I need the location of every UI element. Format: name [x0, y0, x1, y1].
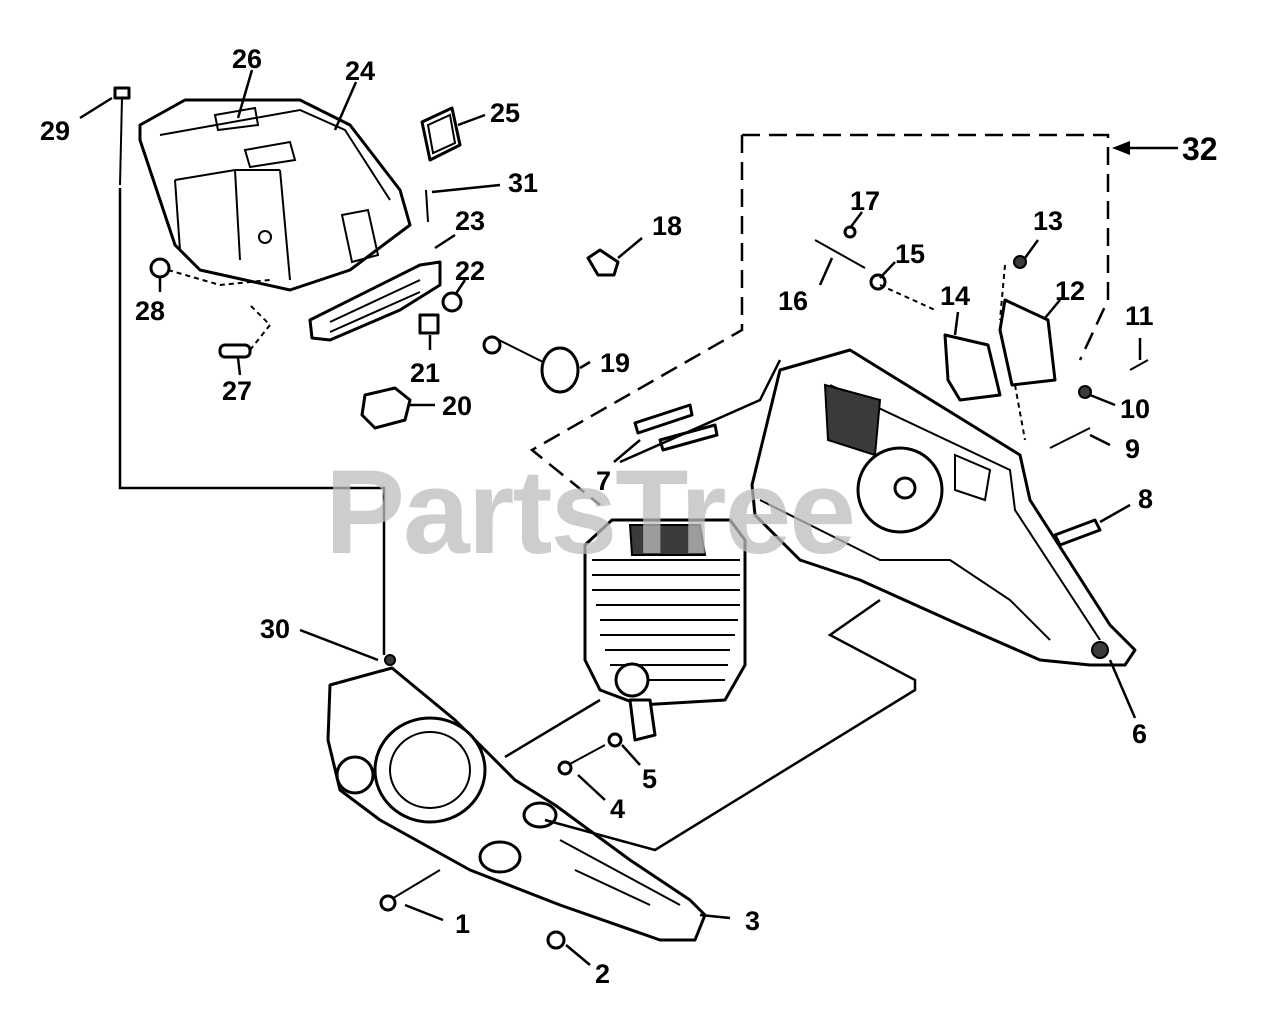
front-housing: [326, 666, 707, 942]
dotted-14-12: [999, 264, 1026, 441]
dotted-15-14: [879, 284, 936, 311]
top-cover: [138, 98, 412, 292]
callout-1: 1: [455, 909, 470, 939]
callout-21: 21: [410, 358, 440, 388]
callout-12: 12: [1055, 276, 1085, 306]
callout-17: 17: [850, 186, 880, 216]
reference-line-29-30: [118, 188, 386, 655]
callout-2: 2: [595, 959, 610, 989]
cylinder-engine: [583, 518, 747, 742]
callout-15: 15: [895, 239, 925, 269]
callout-29: 29: [40, 116, 70, 146]
reference-line-cylinder: [504, 598, 917, 852]
dotted-27: [249, 304, 272, 351]
callout-19: 19: [600, 348, 630, 378]
callout-24: 24: [345, 56, 375, 86]
assembly-32-arrowhead: [1112, 141, 1130, 155]
callout-9: 9: [1125, 434, 1140, 464]
callout-6: 6: [1132, 719, 1147, 749]
callout-22: 22: [455, 256, 485, 286]
crankcase-housing: [750, 348, 1137, 667]
callout-20: 20: [442, 391, 472, 421]
callout-26: 26: [232, 44, 262, 74]
callout-13: 13: [1033, 206, 1063, 236]
reference-line-7: [619, 359, 782, 464]
callout-16: 16: [778, 286, 808, 316]
callout-25: 25: [490, 98, 520, 128]
callout-28: 28: [135, 296, 165, 326]
callout-18: 18: [652, 211, 682, 241]
callout-32: 32: [1182, 131, 1218, 167]
callout-leaders: [79, 69, 1142, 966]
callout-23: 23: [455, 206, 485, 236]
callout-5: 5: [642, 764, 657, 794]
callout-labels: 1 2 3 4 5 6 7 8 9 10 11 12 13 14 15 16 1…: [40, 44, 1218, 989]
callout-14: 14: [940, 281, 970, 311]
callout-8: 8: [1138, 484, 1153, 514]
callout-30: 30: [260, 614, 290, 644]
callout-10: 10: [1120, 394, 1150, 424]
callout-31: 31: [508, 168, 538, 198]
callout-27: 27: [222, 376, 252, 406]
callout-11: 11: [1125, 301, 1154, 331]
callout-7: 7: [596, 466, 611, 496]
callout-3: 3: [745, 906, 760, 936]
dotted-28: [167, 269, 271, 287]
assembly-dashed-outline: [529, 133, 1110, 506]
callout-4: 4: [610, 794, 625, 824]
small-parts: [113, 86, 1149, 950]
watermark: PartsTree: [325, 445, 854, 579]
